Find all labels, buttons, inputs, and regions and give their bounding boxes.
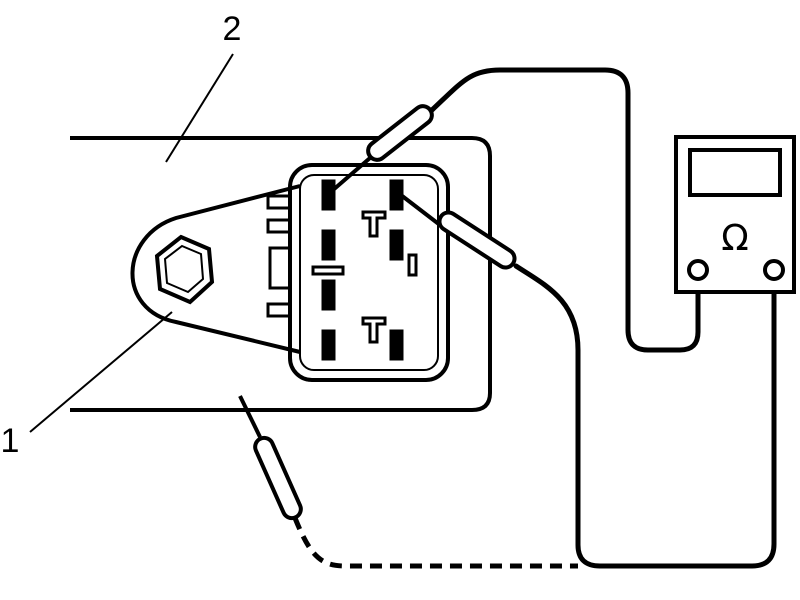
callout-2: 2 [223,10,242,48]
ohmmeter: Ω [674,135,796,294]
terminal [361,316,387,344]
probe-lead-right [513,263,777,569]
terminal [389,229,404,261]
callout-leaders [29,53,234,433]
relay-terminals [311,179,418,361]
ohm-symbol: Ω [721,218,749,259]
terminal [407,253,418,277]
mounting-bracket [70,136,492,412]
meter-jack-left [687,259,709,281]
probe-upper [331,104,434,192]
hex-bolt-icon [154,234,215,305]
leader-1 [29,311,173,433]
terminal [321,179,336,211]
probe-lead-upper [429,67,701,353]
relay-connector [288,163,450,382]
meter-display [688,148,782,197]
probe-right [395,190,517,270]
terminal [311,265,345,276]
callout-1: 1 [1,422,20,460]
test-lead-wires [429,67,777,569]
leader-2 [165,53,234,163]
probe-ground [238,395,303,521]
relay-side-tabs [266,194,292,318]
terminal [321,279,336,311]
meter-jack-right [763,259,785,281]
ground-lead-dashed [292,517,578,569]
terminal [361,210,387,238]
terminal [321,229,336,261]
terminal [321,329,336,361]
terminal [389,329,404,361]
